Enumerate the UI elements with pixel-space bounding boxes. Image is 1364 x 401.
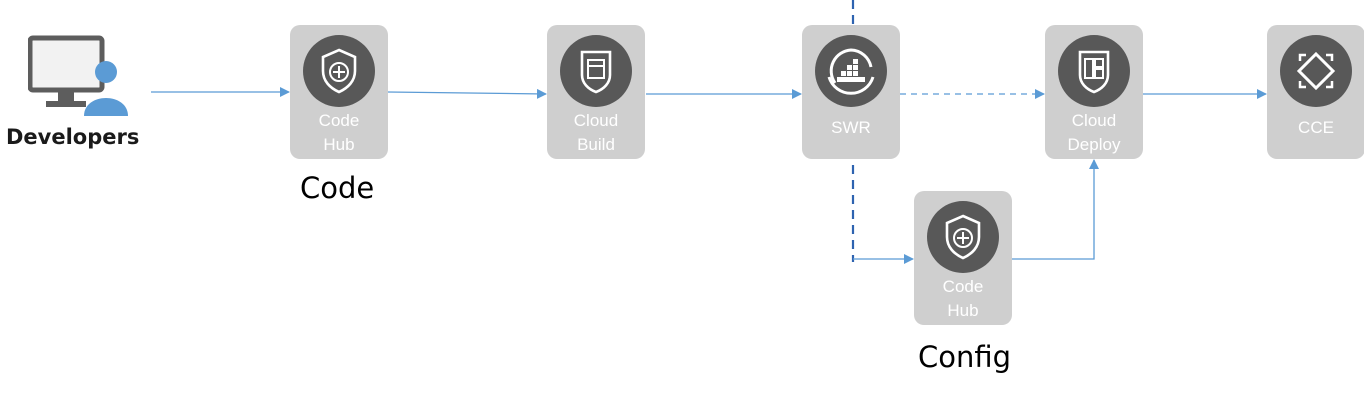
arrow-codehub-to-cloudbuild	[387, 88, 547, 99]
shield-window-icon	[560, 35, 632, 107]
codehub-config-label: Code Hub	[942, 277, 984, 320]
cce-label: CCE	[1298, 118, 1334, 137]
shield-panels-icon	[1058, 35, 1130, 107]
arrow-config-codehub-to-clouddeploy	[1012, 159, 1099, 260]
cce-tile[interactable]: CCE	[1267, 25, 1364, 159]
cloud-deploy-tile[interactable]: Cloud Deploy	[1045, 25, 1143, 159]
caption-code: Code	[300, 171, 375, 205]
swr-tile[interactable]: SWR	[802, 25, 900, 159]
cloud-deploy-label: Cloud Deploy	[1067, 111, 1121, 154]
codehub-config-tile[interactable]: Code Hub	[914, 191, 1012, 325]
cloud-build-label: Cloud Build	[573, 111, 619, 154]
container-registry-icon	[815, 35, 887, 107]
shield-plus-icon	[303, 35, 375, 107]
container-engine-icon	[1280, 35, 1352, 107]
codehub-code-tile[interactable]: Code Hub	[290, 25, 388, 159]
developer-workstation-icon	[27, 34, 132, 116]
codehub-code-label: Code Hub	[318, 111, 360, 154]
swr-label: SWR	[831, 118, 871, 137]
caption-config: Config	[918, 340, 1012, 374]
developers-label: Developers	[6, 125, 140, 149]
cloud-build-tile[interactable]: Cloud Build	[547, 25, 645, 159]
shield-plus-icon	[927, 201, 999, 273]
